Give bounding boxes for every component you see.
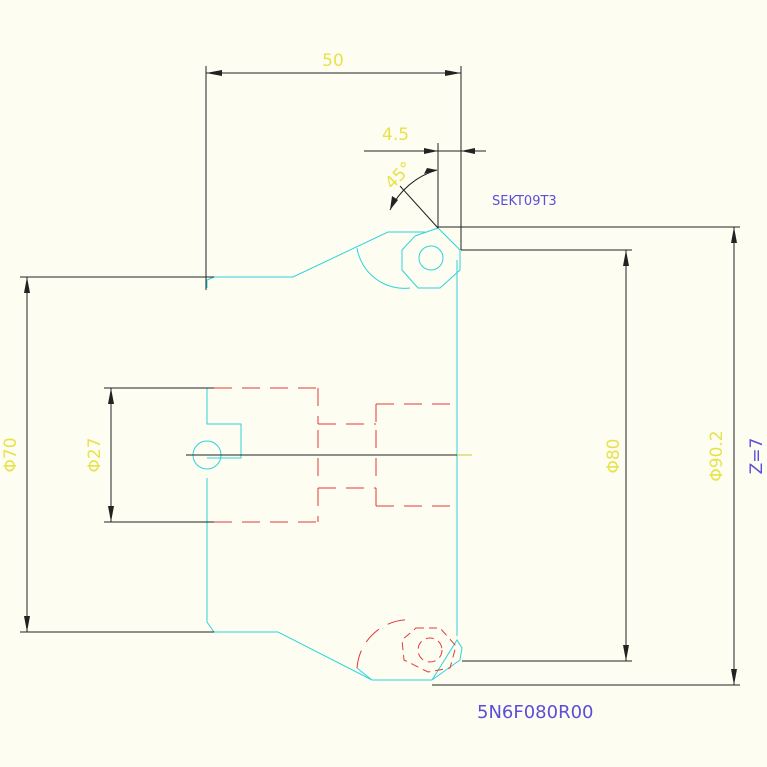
top-insert	[356, 227, 461, 289]
dim-width-text: 50	[322, 51, 344, 71]
dim-diameter-27-text: Φ27	[85, 437, 105, 472]
dim-width: 50	[205, 51, 462, 290]
right-reference-lines	[432, 226, 740, 686]
part-number-label: 5N6F080R00	[477, 702, 594, 723]
dim-diameter-80-text: Φ80	[604, 438, 624, 473]
teeth-count-label: Z=7	[747, 438, 767, 475]
dim-angle-text: 45°	[381, 158, 416, 193]
dim-chamfer: 4.5	[364, 125, 486, 228]
hidden-bore-lines	[214, 387, 454, 523]
dim-diameter-27: Φ27	[85, 387, 214, 523]
bottom-insert	[356, 619, 463, 681]
insert-code-label: SEKT09T3	[492, 194, 557, 209]
dim-chamfer-text: 4.5	[382, 125, 409, 145]
dim-diameter-70: Φ70	[1, 276, 214, 633]
cutter-body-outline	[192, 231, 458, 681]
dim-diameter-90: Φ90.2	[707, 227, 737, 685]
dim-angle: 45°	[381, 158, 439, 229]
dim-diameter-70-text: Φ70	[1, 437, 21, 472]
dim-diameter-90-text: Φ90.2	[707, 430, 727, 481]
dim-diameter-80: Φ80	[604, 250, 629, 661]
